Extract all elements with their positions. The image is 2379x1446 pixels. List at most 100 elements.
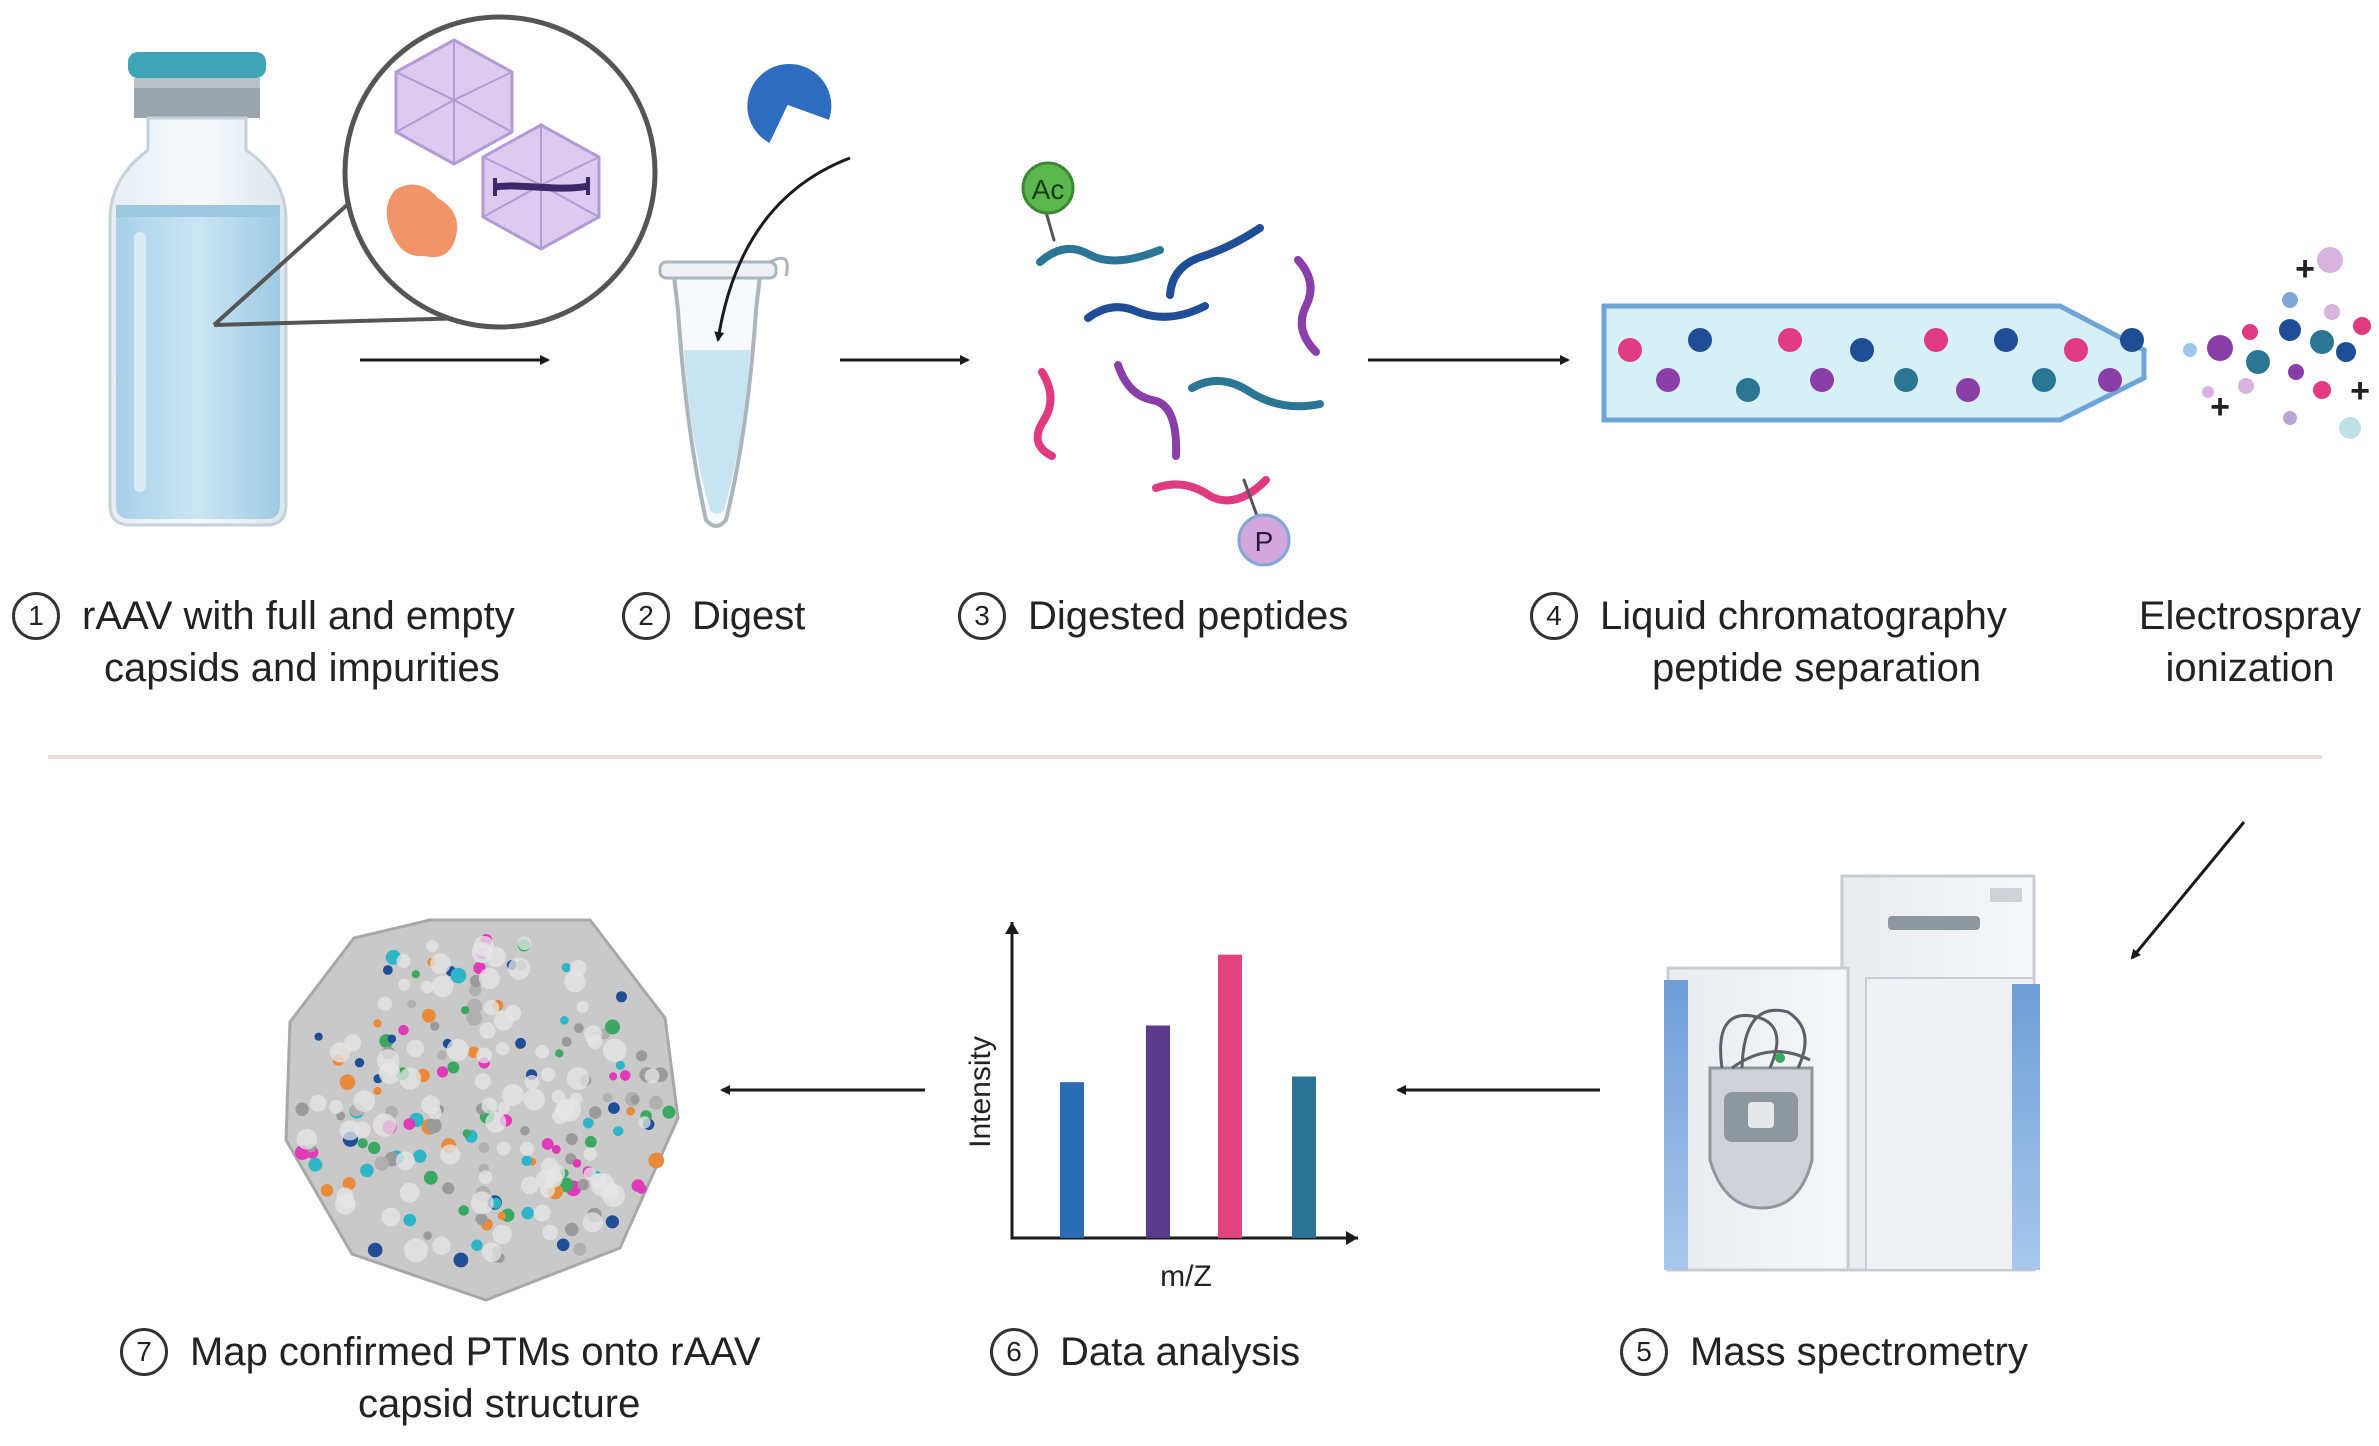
ptm-site bbox=[413, 1149, 427, 1163]
empty-capsid-icon bbox=[394, 38, 514, 166]
ptm-site bbox=[453, 1252, 469, 1268]
ptm-site bbox=[430, 1021, 440, 1031]
ms-blue-panel bbox=[2012, 984, 2040, 1270]
ptm-site bbox=[609, 1072, 618, 1081]
step-number-badge: 4 bbox=[1530, 592, 1578, 640]
step-number-badge: 6 bbox=[990, 1328, 1038, 1376]
capsid-texture bbox=[523, 1088, 546, 1111]
chart-axes bbox=[1010, 922, 1358, 1240]
capsid-texture bbox=[430, 953, 451, 975]
column-bead bbox=[1850, 338, 1874, 362]
caption-line: Map confirmed PTMs onto rAAV bbox=[190, 1330, 761, 1374]
ptm-site bbox=[374, 1156, 389, 1171]
column-beads bbox=[1618, 328, 2144, 402]
column-bead bbox=[1656, 368, 1680, 392]
ptm-site bbox=[648, 1152, 665, 1169]
spray-droplet bbox=[2288, 364, 2304, 380]
y-axis-arrowhead bbox=[1005, 922, 1019, 934]
ptm-site bbox=[560, 1016, 569, 1025]
caption-line: Digest bbox=[692, 594, 806, 638]
ptm-site bbox=[469, 983, 482, 997]
ptm-site bbox=[521, 1155, 533, 1166]
column-bead bbox=[1894, 368, 1918, 392]
peptide bbox=[1294, 256, 1320, 356]
ptm-site bbox=[398, 1024, 409, 1036]
capsid-texture bbox=[557, 1098, 582, 1122]
ptm-site bbox=[636, 1050, 648, 1062]
spray-droplet bbox=[2238, 378, 2254, 394]
ptm-site bbox=[616, 991, 627, 1003]
capsid-texture bbox=[566, 1067, 590, 1090]
ptm-site bbox=[339, 1074, 356, 1090]
caption-line: Mass spectrometry bbox=[1690, 1330, 2028, 1374]
spray-droplet bbox=[2339, 417, 2361, 439]
capsid-texture bbox=[404, 1238, 428, 1263]
peptide bbox=[1188, 376, 1324, 411]
column-bead bbox=[1924, 328, 1948, 352]
ptm-site bbox=[541, 1138, 554, 1150]
ptm-site bbox=[295, 1102, 309, 1116]
spray-droplet bbox=[2183, 343, 2197, 357]
capsid-texture bbox=[524, 1075, 540, 1090]
chart-bar bbox=[1292, 1076, 1316, 1238]
capsid-texture bbox=[396, 954, 411, 969]
acetyl-badge bbox=[1021, 161, 1075, 215]
peptide bbox=[1166, 224, 1264, 299]
full-capsid-icon bbox=[481, 123, 601, 251]
ptm-site bbox=[605, 1019, 620, 1035]
spray-droplet bbox=[2207, 335, 2233, 361]
ptm-site bbox=[520, 1126, 530, 1136]
peptide bbox=[1036, 244, 1164, 266]
ptm-site bbox=[421, 1008, 436, 1023]
capsid-texture bbox=[478, 967, 501, 990]
ptm-site bbox=[407, 999, 417, 1009]
column-bead bbox=[1736, 378, 1760, 402]
capsid-texture bbox=[377, 996, 393, 1011]
ptm-site bbox=[556, 1238, 570, 1252]
ptm-site bbox=[551, 1144, 561, 1154]
spray-droplet bbox=[2279, 319, 2301, 341]
capsid-texture bbox=[551, 1089, 566, 1104]
capsid-texture bbox=[309, 1094, 327, 1112]
ptm-site bbox=[437, 1050, 447, 1060]
column-bead bbox=[2064, 338, 2088, 362]
ptm-site bbox=[615, 1060, 626, 1070]
spray-droplet bbox=[2336, 342, 2356, 362]
ptm-site bbox=[447, 1061, 460, 1074]
peptide bbox=[1114, 361, 1181, 460]
ptm-site bbox=[387, 1034, 397, 1044]
spray-droplet bbox=[2283, 411, 2297, 425]
caption-line: Data analysis bbox=[1060, 1330, 1301, 1374]
ptm-site bbox=[368, 1141, 381, 1155]
capsid-texture bbox=[483, 999, 500, 1016]
ptm-site bbox=[383, 965, 393, 975]
ptm-site bbox=[555, 1049, 564, 1058]
phospho-label: P bbox=[1255, 526, 1274, 557]
ptm-site bbox=[462, 1129, 471, 1138]
ptm-site bbox=[561, 962, 571, 973]
capsid-texture bbox=[496, 1141, 511, 1156]
lc-column bbox=[1601, 303, 2147, 423]
column-bead bbox=[2098, 368, 2122, 392]
capsid-texture bbox=[638, 1116, 651, 1129]
x-axis-arrowhead bbox=[1346, 1231, 1358, 1245]
capsid-texture bbox=[481, 1097, 498, 1114]
ptm-site bbox=[458, 1205, 470, 1216]
capsid-texture bbox=[329, 1100, 343, 1114]
ptm-site bbox=[515, 1037, 526, 1049]
capsid-texture bbox=[517, 936, 532, 951]
capsid-texture bbox=[492, 1224, 512, 1245]
spray-droplet bbox=[2282, 292, 2298, 308]
column-bead bbox=[1956, 378, 1980, 402]
step-number-badge: 3 bbox=[958, 592, 1006, 640]
capsid-texture bbox=[446, 1038, 469, 1062]
step-number-badge: 5 bbox=[1620, 1328, 1668, 1376]
capsid-texture bbox=[535, 1169, 556, 1190]
ptm-site bbox=[336, 1111, 346, 1121]
ptm-site bbox=[308, 1157, 323, 1172]
column-bead bbox=[1778, 328, 1802, 352]
